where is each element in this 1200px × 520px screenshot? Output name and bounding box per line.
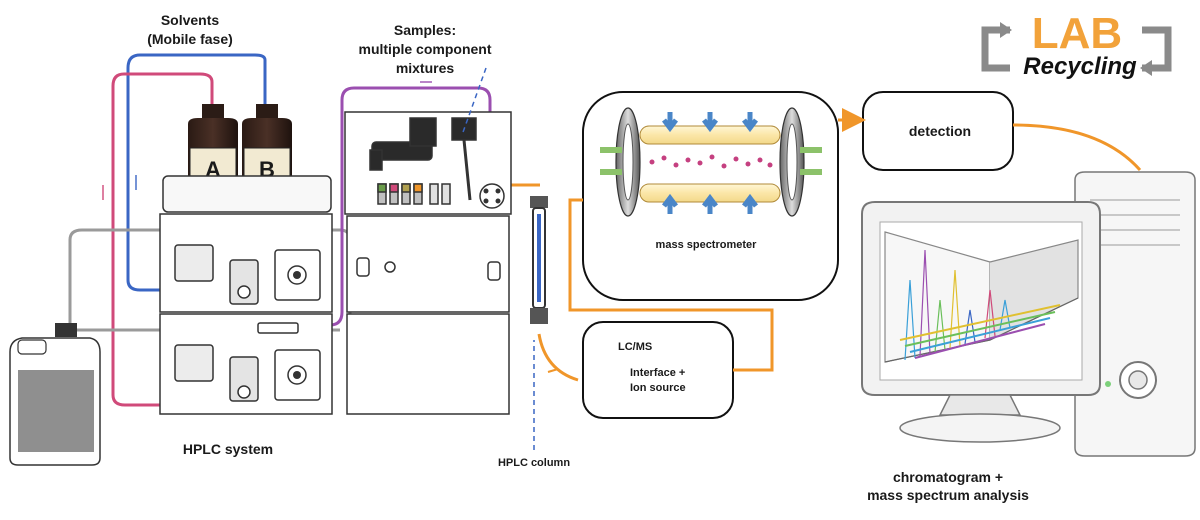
sample-path-dashed — [461, 67, 535, 450]
lcms-title: LC/MS — [618, 341, 652, 353]
mobile-phase-label: (Mobile fase) — [147, 31, 233, 47]
hplc-system-label: HPLC system — [183, 441, 273, 457]
computer-tower — [1074, 171, 1196, 457]
samples-sublabel-2: mixtures — [396, 60, 455, 76]
logo-script: Recycling — [1023, 53, 1137, 80]
logo-word: LAB — [1032, 9, 1122, 58]
lcms-line-2: Interface + — [630, 367, 685, 379]
samples-sublabel-1: multiple component — [359, 41, 492, 57]
lab-recycling-logo: LAB Recycling — [981, 9, 1172, 80]
analysis-label-2: mass spectrum analysis — [867, 487, 1029, 503]
lcms-line-3: Ion source — [630, 382, 686, 394]
analysis-label-1: chromatogram + — [893, 469, 1003, 485]
signal-paths — [568, 108, 1142, 372]
hplc-column-label: HPLC column — [498, 457, 570, 469]
hplc-pump-stack — [159, 175, 333, 415]
mass-spectrometer: mass spectrometer — [582, 91, 839, 301]
detection-box: detection — [862, 91, 1014, 171]
hplc-column — [530, 196, 579, 382]
monitor — [861, 201, 1101, 443]
chromatogram-plot — [884, 231, 1079, 363]
lcms-interface: LC/MS Interface + Ion source — [582, 321, 734, 419]
detection-label: detection — [909, 123, 971, 139]
waste-canister — [9, 323, 101, 466]
autosampler — [344, 111, 512, 415]
solvents-label: Solvents — [161, 12, 220, 28]
samples-label: Samples: — [394, 22, 456, 38]
mass-spectrometer-label: mass spectrometer — [656, 239, 758, 251]
